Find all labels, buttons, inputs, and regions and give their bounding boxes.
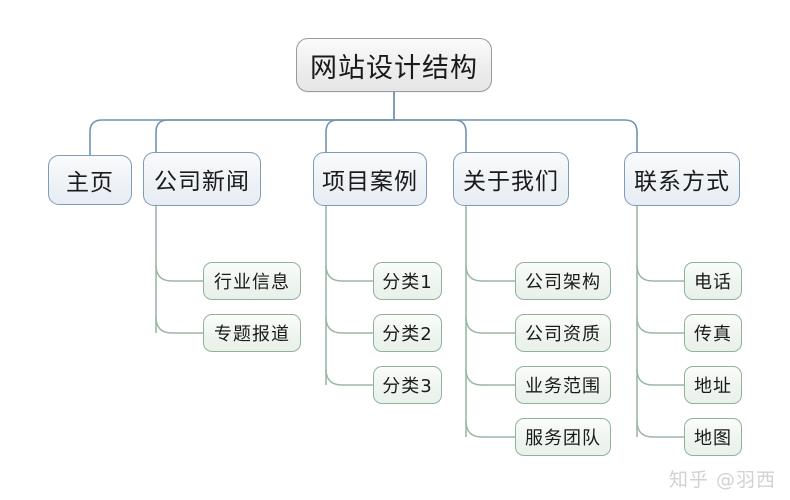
connector bbox=[465, 368, 515, 386]
node-leaf-专题报道-label: 专题报道 bbox=[214, 324, 290, 345]
connector bbox=[394, 119, 467, 152]
node-leaf-电话-label: 电话 bbox=[694, 272, 732, 293]
connector bbox=[155, 264, 203, 282]
connector bbox=[465, 316, 515, 334]
connector bbox=[465, 264, 515, 282]
node-leaf-行业信息-label: 行业信息 bbox=[214, 272, 290, 293]
node-leaf-公司资质[interactable]: 公司资质 bbox=[515, 314, 611, 352]
node-leaf-分类3[interactable]: 分类3 bbox=[373, 366, 442, 404]
node-leaf-地址[interactable]: 地址 bbox=[684, 366, 742, 404]
connector bbox=[155, 316, 203, 334]
node-leaf-分类2[interactable]: 分类2 bbox=[373, 314, 442, 352]
connector bbox=[89, 119, 394, 155]
node-leaf-行业信息[interactable]: 行业信息 bbox=[203, 262, 301, 300]
connector bbox=[636, 316, 684, 334]
node-branch-项目案例[interactable]: 项目案例 bbox=[313, 152, 427, 206]
node-leaf-分类2-label: 分类2 bbox=[382, 324, 433, 345]
node-branch-主页-label: 主页 bbox=[66, 170, 114, 196]
connector bbox=[155, 119, 394, 152]
node-branch-公司新闻-label: 公司新闻 bbox=[154, 169, 250, 195]
node-leaf-业务范围[interactable]: 业务范围 bbox=[515, 366, 611, 404]
node-branch-公司新闻[interactable]: 公司新闻 bbox=[143, 152, 261, 206]
connector bbox=[636, 264, 684, 282]
node-leaf-分类3-label: 分类3 bbox=[382, 376, 433, 397]
node-leaf-传真[interactable]: 传真 bbox=[684, 314, 742, 352]
node-leaf-公司架构[interactable]: 公司架构 bbox=[515, 262, 611, 300]
connector bbox=[325, 368, 373, 386]
node-leaf-专题报道[interactable]: 专题报道 bbox=[203, 314, 301, 352]
connector bbox=[325, 264, 373, 282]
node-leaf-分类1[interactable]: 分类1 bbox=[373, 262, 442, 300]
node-leaf-地址-label: 地址 bbox=[694, 376, 732, 397]
connector bbox=[325, 316, 373, 334]
node-root-label: 网站设计结构 bbox=[310, 52, 478, 84]
node-leaf-服务团队-label: 服务团队 bbox=[525, 428, 601, 449]
node-branch-项目案例-label: 项目案例 bbox=[322, 169, 418, 195]
node-branch-关于我们-label: 关于我们 bbox=[463, 169, 559, 195]
connector bbox=[636, 420, 684, 438]
node-branch-主页[interactable]: 主页 bbox=[48, 155, 132, 205]
node-leaf-地图[interactable]: 地图 bbox=[684, 418, 742, 456]
node-leaf-公司资质-label: 公司资质 bbox=[525, 324, 601, 345]
watermark: 知乎 @羽西 bbox=[668, 469, 776, 491]
node-leaf-分类1-label: 分类1 bbox=[382, 272, 433, 293]
connector bbox=[325, 119, 394, 152]
node-branch-联系方式[interactable]: 联系方式 bbox=[624, 152, 740, 206]
connector bbox=[394, 119, 638, 152]
connector bbox=[465, 420, 515, 438]
connector bbox=[636, 368, 684, 386]
node-leaf-公司架构-label: 公司架构 bbox=[525, 272, 601, 293]
node-leaf-地图-label: 地图 bbox=[694, 428, 732, 449]
node-leaf-传真-label: 传真 bbox=[694, 324, 732, 345]
node-branch-关于我们[interactable]: 关于我们 bbox=[453, 152, 569, 206]
node-leaf-业务范围-label: 业务范围 bbox=[525, 376, 601, 397]
node-leaf-电话[interactable]: 电话 bbox=[684, 262, 742, 300]
node-leaf-服务团队[interactable]: 服务团队 bbox=[515, 418, 611, 456]
node-root[interactable]: 网站设计结构 bbox=[296, 38, 492, 92]
node-branch-联系方式-label: 联系方式 bbox=[634, 169, 730, 195]
